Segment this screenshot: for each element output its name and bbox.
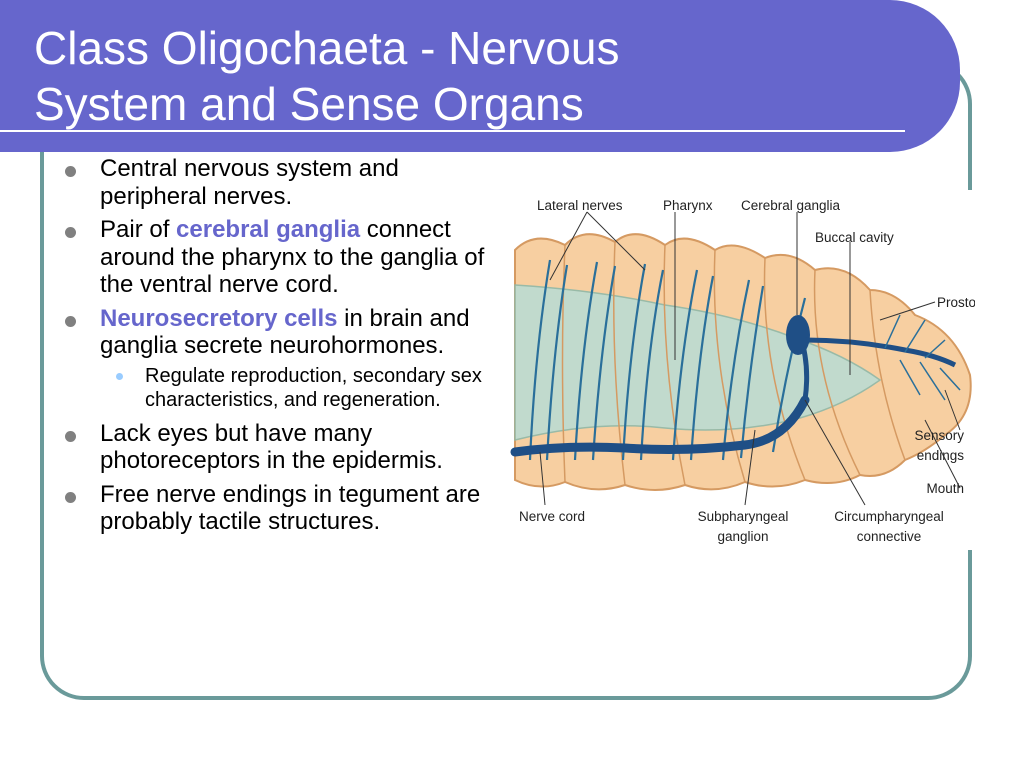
slide-title: Class Oligochaeta - Nervous System and S… <box>34 20 619 132</box>
sensory-branches <box>884 314 961 401</box>
label-buccal-cavity: Buccal cavity <box>815 230 894 245</box>
label-connective: connective <box>857 529 922 544</box>
bullet-text: connect around the pharynx to the gangli… <box>100 216 485 298</box>
bullet-central-nervous-system: Central nervous system and peripheral ne… <box>62 155 502 210</box>
bullet-list: Central nervous system and peripheral ne… <box>62 155 502 542</box>
bullet-text: Free nerve endings in tegument are proba… <box>100 480 481 536</box>
highlight-term: cerebral ganglia <box>176 216 361 243</box>
highlight-term: Neurosecretory cells <box>100 304 338 332</box>
bullet-text: Lack eyes but have many photoreceptors i… <box>100 419 443 475</box>
label-circumpharyngeal: Circumpharyngeal <box>834 509 944 524</box>
label-sensory: Sensory <box>914 428 964 443</box>
label-nerve-cord: Nerve cord <box>519 509 585 524</box>
title-bar: Class Oligochaeta - Nervous System and S… <box>0 0 960 152</box>
label-pharynx: Pharynx <box>663 198 713 213</box>
label-mouth: Mouth <box>926 481 964 496</box>
bullet-cerebral-ganglia: Pair of cerebral ganglia connect around … <box>62 216 502 299</box>
bullet-text: in brain and ganglia secrete neurohormon… <box>100 304 470 360</box>
sub-bullet-regulate: Regulate reproduction, secondary sex cha… <box>107 364 502 412</box>
leader-lines <box>539 211 961 506</box>
bullet-text: Central nervous system and peripheral ne… <box>100 155 399 210</box>
label-cerebral-ganglia: Cerebral ganglia <box>741 198 841 213</box>
title-underline <box>0 130 905 132</box>
sub-bullet-text: Regulate reproduction, secondary sex cha… <box>145 364 482 411</box>
label-prostomium: Prostomium <box>937 295 975 310</box>
bullet-text: Pair of <box>100 216 177 243</box>
prostomium-nerve <box>804 337 957 368</box>
diagram-svg: Lateral nerves Pharynx Cerebral ganglia … <box>510 198 975 544</box>
label-subpharyngeal: Subpharyngeal <box>698 509 789 524</box>
earthworm-nervous-system-diagram: Lateral nerves Pharynx Cerebral ganglia … <box>505 190 975 550</box>
label-ganglion: ganglion <box>717 529 768 544</box>
bullet-neurosecretory-cells: Neurosecretory cells in brain and gangli… <box>62 305 502 360</box>
title-line-1: Class Oligochaeta - Nervous <box>34 22 620 74</box>
title-line-2: System and Sense Organs <box>34 78 584 130</box>
bullet-photoreceptors: Lack eyes but have many photoreceptors i… <box>62 420 502 475</box>
cerebral-ganglia-shape <box>786 315 810 355</box>
label-lateral-nerves: Lateral nerves <box>537 198 623 213</box>
bullet-free-nerve-endings: Free nerve endings in tegument are proba… <box>62 481 502 536</box>
label-endings: endings <box>917 448 965 463</box>
ventral-nerve-cord <box>510 395 810 457</box>
